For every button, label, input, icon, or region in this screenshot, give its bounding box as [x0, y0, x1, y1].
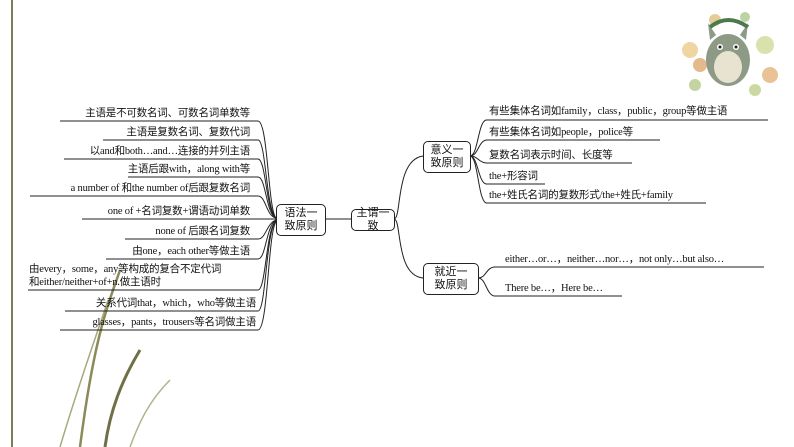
proximity-agreement-label: 就近一致原则 — [434, 266, 468, 291]
left-item-10: 关系代词that，which，who等做主语 — [95, 298, 256, 309]
right-top-item-1: 有些集体名词如family，class，public，group等做主语 — [489, 106, 728, 117]
left-item-9a: 由every，some，any等构成的复合不定代词 — [29, 264, 222, 275]
left-item-8: 由one，each other等做主语 — [132, 246, 250, 257]
right-top-item-5: the+姓氏名词的复数形式/the+姓氏+family — [489, 190, 673, 201]
left-item-5: a number of 和the number of后跟复数名词 — [70, 183, 251, 194]
left-item-11: glasses，pants，trousers等名词做主语 — [92, 317, 256, 328]
meaning-agreement-node: 意义一致原则 — [423, 141, 471, 173]
left-item-9b: 和either/neither+of+n.做主语时 — [29, 277, 161, 288]
left-item-4: 主语后跟with，along with等 — [127, 164, 250, 175]
grammar-agreement-label: 语法一致原则 — [284, 207, 318, 232]
grammar-agreement-node: 语法一致原则 — [276, 204, 326, 236]
right-bottom-item-2: There be…，Here be… — [505, 283, 603, 294]
proximity-agreement-node: 就近一致原则 — [423, 263, 479, 295]
left-item-3: 以and和both…and…连接的并列主语 — [89, 146, 250, 157]
right-top-item-4: the+形容词 — [489, 171, 538, 182]
meaning-agreement-label: 意义一致原则 — [430, 144, 464, 169]
totoro-leaves-illustration — [682, 12, 778, 96]
right-top-item-2: 有些集体名词如people，police等 — [489, 127, 633, 138]
subject-verb-agreement-node: 主谓一致 — [351, 207, 395, 232]
subject-verb-agreement-label: 主谓一致 — [356, 207, 390, 232]
left-item-7: none of 后跟名词复数 — [155, 226, 250, 237]
left-item-2: 主语是复数名词、复数代词 — [126, 127, 250, 138]
left-item-1: 主语是不可数名词、可数名词单数等 — [85, 108, 250, 119]
left-item-6: one of +名词复数+谓语动词单数 — [107, 206, 250, 217]
right-top-item-3: 复数名词表示时间、长度等 — [489, 150, 613, 161]
right-bottom-item-1: either…or…，neither…nor…，not only…but als… — [505, 254, 725, 265]
